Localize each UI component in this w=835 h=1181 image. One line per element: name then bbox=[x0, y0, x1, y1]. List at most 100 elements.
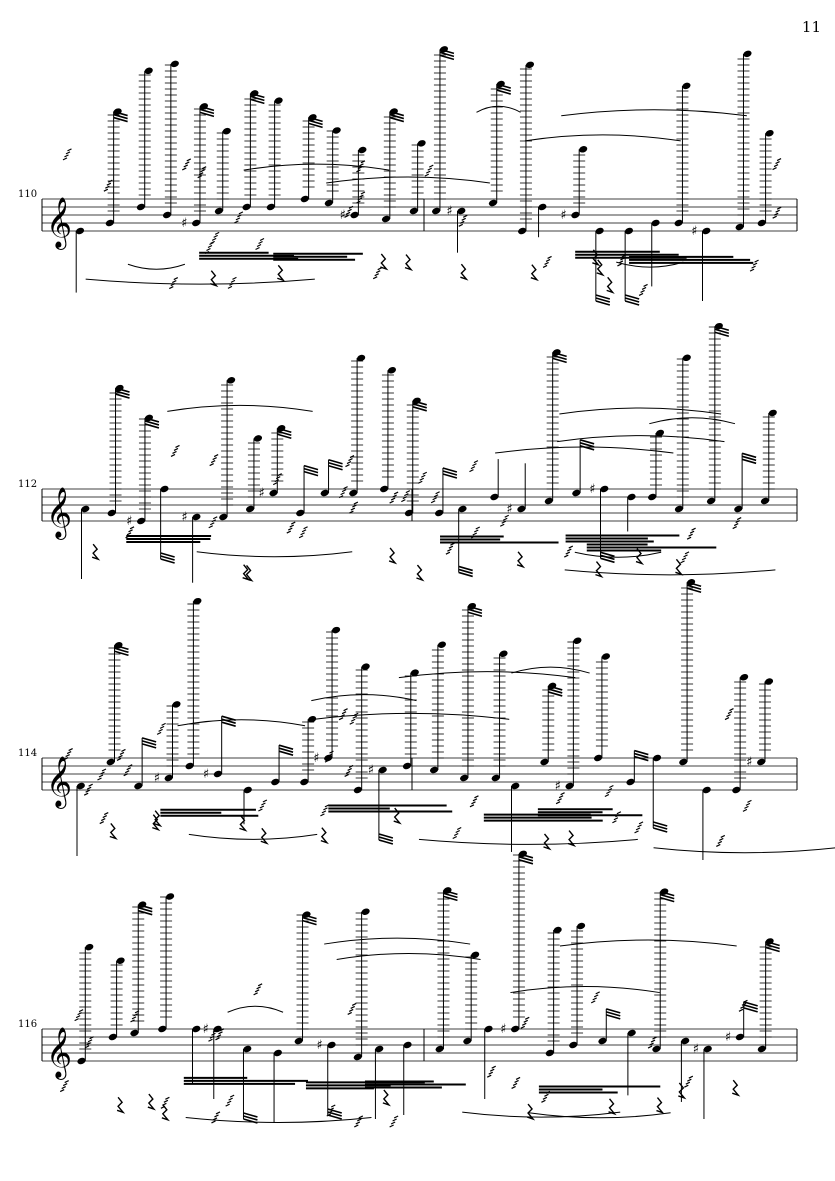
tremolo-mark bbox=[680, 560, 685, 564]
tremolo-mark bbox=[418, 480, 423, 484]
notehead bbox=[353, 1053, 362, 1061]
tremolo-mark bbox=[68, 747, 73, 752]
tremolo-mark bbox=[173, 277, 179, 281]
beam bbox=[250, 98, 265, 105]
beam bbox=[741, 452, 757, 459]
tremolo-mark bbox=[124, 770, 130, 774]
beam bbox=[467, 608, 483, 614]
notehead bbox=[75, 227, 85, 235]
tremolo-mark bbox=[489, 1068, 495, 1072]
beam bbox=[278, 747, 294, 753]
notehead bbox=[308, 716, 317, 723]
tremolo-mark bbox=[514, 1079, 519, 1083]
sharp-icon: ♯ bbox=[313, 751, 319, 766]
tremolo-mark bbox=[637, 824, 642, 828]
rest-icon bbox=[152, 814, 161, 832]
tremolo-mark bbox=[324, 804, 330, 808]
tremolo-mark bbox=[472, 798, 478, 802]
slur bbox=[311, 694, 417, 702]
tremolo-mark bbox=[736, 517, 742, 521]
notehead bbox=[274, 97, 283, 104]
notehead bbox=[134, 782, 143, 790]
notehead bbox=[734, 505, 743, 513]
tremolo-mark bbox=[89, 1036, 94, 1040]
slur bbox=[196, 551, 353, 558]
beam bbox=[660, 896, 675, 903]
slur bbox=[653, 847, 835, 854]
tremolo-mark bbox=[65, 753, 70, 758]
tremolo-mark bbox=[358, 1115, 364, 1119]
beam bbox=[199, 105, 215, 112]
tremolo-mark bbox=[356, 200, 361, 204]
tremolo-mark bbox=[773, 163, 779, 168]
tremolo-mark bbox=[259, 237, 265, 242]
notehead bbox=[484, 1025, 493, 1033]
beam bbox=[548, 691, 563, 697]
tremolo-mark bbox=[620, 257, 625, 261]
notehead bbox=[350, 211, 359, 219]
tremolo-mark bbox=[547, 255, 552, 259]
tremolo-mark bbox=[744, 805, 749, 809]
tremolo-mark bbox=[635, 827, 641, 831]
notehead bbox=[108, 1033, 117, 1041]
beam bbox=[144, 417, 160, 423]
tremolo-mark bbox=[357, 197, 363, 201]
tremolo-mark bbox=[208, 1038, 213, 1042]
tremolo-mark bbox=[209, 1035, 215, 1039]
beam bbox=[160, 555, 175, 561]
beam bbox=[443, 895, 458, 902]
tremolo-mark bbox=[228, 1097, 233, 1101]
slur bbox=[462, 1111, 621, 1118]
beam bbox=[624, 297, 640, 303]
beam bbox=[518, 859, 534, 865]
tremolo-mark bbox=[226, 1100, 232, 1104]
tremolo-mark bbox=[207, 244, 213, 249]
tremolo-mark bbox=[349, 510, 354, 514]
tremolo-mark bbox=[684, 551, 690, 555]
tremolo-mark bbox=[262, 799, 268, 803]
tremolo-mark bbox=[683, 554, 688, 558]
slur bbox=[324, 937, 471, 945]
notehead bbox=[242, 203, 251, 211]
beam bbox=[328, 458, 343, 465]
beam bbox=[199, 108, 215, 115]
tremolo-mark bbox=[590, 1000, 596, 1004]
tremolo-mark bbox=[458, 223, 463, 227]
tremolo-mark bbox=[300, 532, 305, 536]
tremolo-mark bbox=[615, 814, 620, 818]
notehead bbox=[499, 650, 508, 658]
notehead bbox=[600, 485, 609, 493]
tremolo-mark bbox=[87, 1039, 93, 1043]
notehead bbox=[655, 429, 665, 437]
beam bbox=[378, 833, 394, 839]
tremolo-mark bbox=[638, 821, 644, 825]
tremolo-mark bbox=[200, 169, 205, 173]
tremolo-mark bbox=[103, 812, 109, 816]
notehead bbox=[165, 893, 175, 900]
tremolo-mark bbox=[357, 166, 363, 170]
beam bbox=[606, 1011, 621, 1017]
notehead bbox=[460, 774, 469, 782]
tremolo-mark bbox=[182, 167, 187, 171]
page-number: 11 bbox=[801, 18, 821, 36]
tremolo-mark bbox=[131, 1016, 137, 1020]
notehead bbox=[565, 782, 574, 790]
notehead bbox=[160, 485, 169, 493]
tremolo-mark bbox=[212, 516, 218, 520]
beam bbox=[138, 906, 153, 913]
beam bbox=[303, 470, 319, 477]
notehead bbox=[353, 786, 362, 794]
beam bbox=[518, 853, 534, 859]
sharp-icon: ♯ bbox=[555, 779, 561, 794]
notehead bbox=[246, 505, 255, 513]
beam bbox=[634, 752, 649, 759]
tremolo-mark bbox=[258, 240, 263, 245]
beam bbox=[496, 83, 511, 89]
tremolo-mark bbox=[253, 992, 258, 996]
notehead bbox=[471, 951, 480, 959]
tremolo-mark bbox=[392, 494, 397, 498]
beam bbox=[113, 110, 128, 117]
tremolo-mark bbox=[742, 808, 748, 812]
tremolo-mark bbox=[211, 237, 217, 241]
tremolo-mark bbox=[357, 1118, 362, 1122]
